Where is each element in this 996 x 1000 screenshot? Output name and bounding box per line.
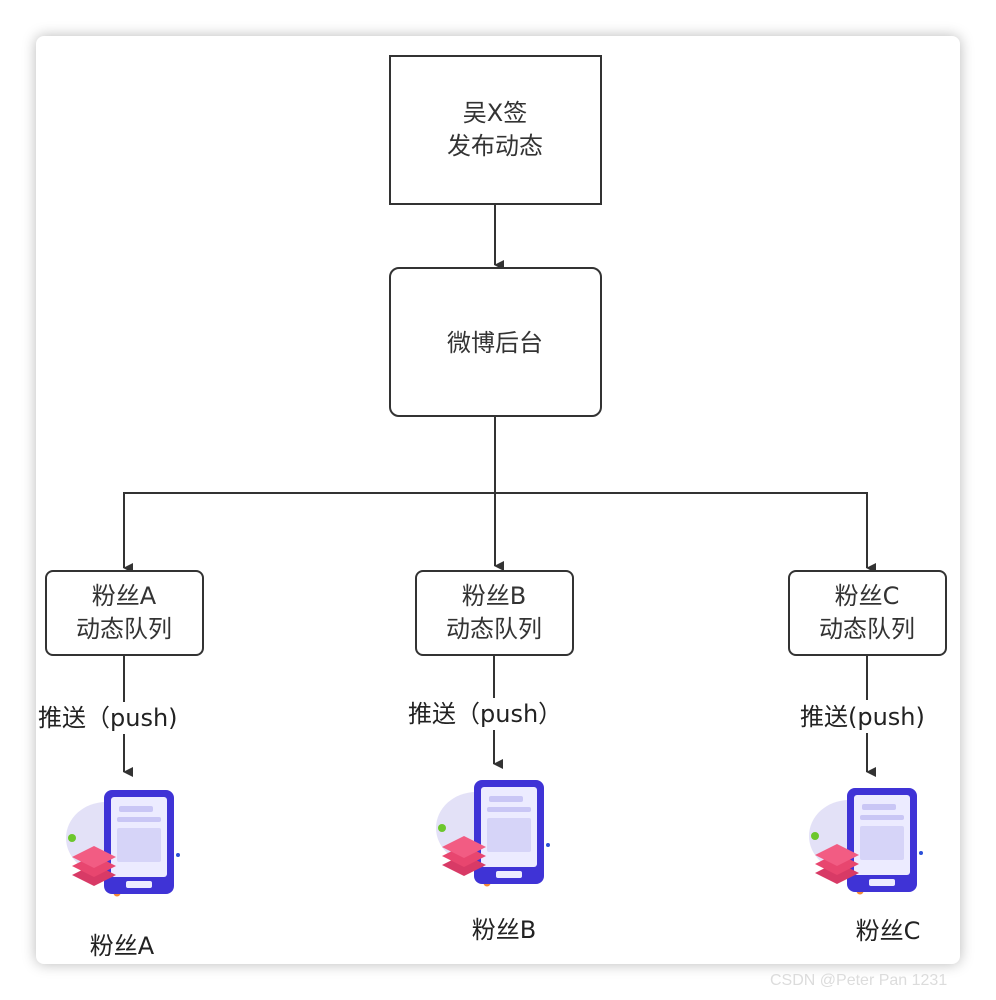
- queue-a-line1: 粉丝A: [92, 582, 157, 610]
- queue-c-node: [788, 570, 947, 656]
- queue-b-node: [415, 570, 574, 656]
- publisher-node: [389, 55, 602, 205]
- push-label-a: 推送（push): [38, 704, 178, 732]
- queue-b-line1: 粉丝B: [462, 582, 526, 610]
- fan-b-label: 粉丝B: [472, 916, 536, 944]
- queue-c-line2: 动态队列: [819, 615, 915, 643]
- mobile-phone-icon: [66, 790, 180, 897]
- publisher-line1: 吴X签: [463, 99, 527, 127]
- queue-a-line2: 动态队列: [76, 615, 172, 643]
- push-label-b: 推送（push）: [408, 700, 562, 728]
- watermark: CSDN @Peter Pan 1231: [770, 972, 948, 989]
- fan-a-label: 粉丝A: [90, 932, 155, 960]
- mobile-phone-icon: [436, 780, 550, 887]
- arrow-backend-to-queue-a: [123, 492, 495, 573]
- backend-node: [389, 267, 602, 417]
- backend-label: 微博后台: [447, 329, 543, 357]
- arrow-backend-to-queue-c: [495, 492, 876, 573]
- push-label-c: 推送(push): [800, 703, 925, 731]
- queue-a-node: [45, 570, 204, 656]
- fan-c-label: 粉丝C: [856, 917, 921, 945]
- queue-c-line1: 粉丝C: [835, 582, 900, 610]
- queue-b-line2: 动态队列: [446, 615, 542, 643]
- publisher-line2: 发布动态: [447, 132, 543, 160]
- mobile-phone-icon: [809, 788, 923, 895]
